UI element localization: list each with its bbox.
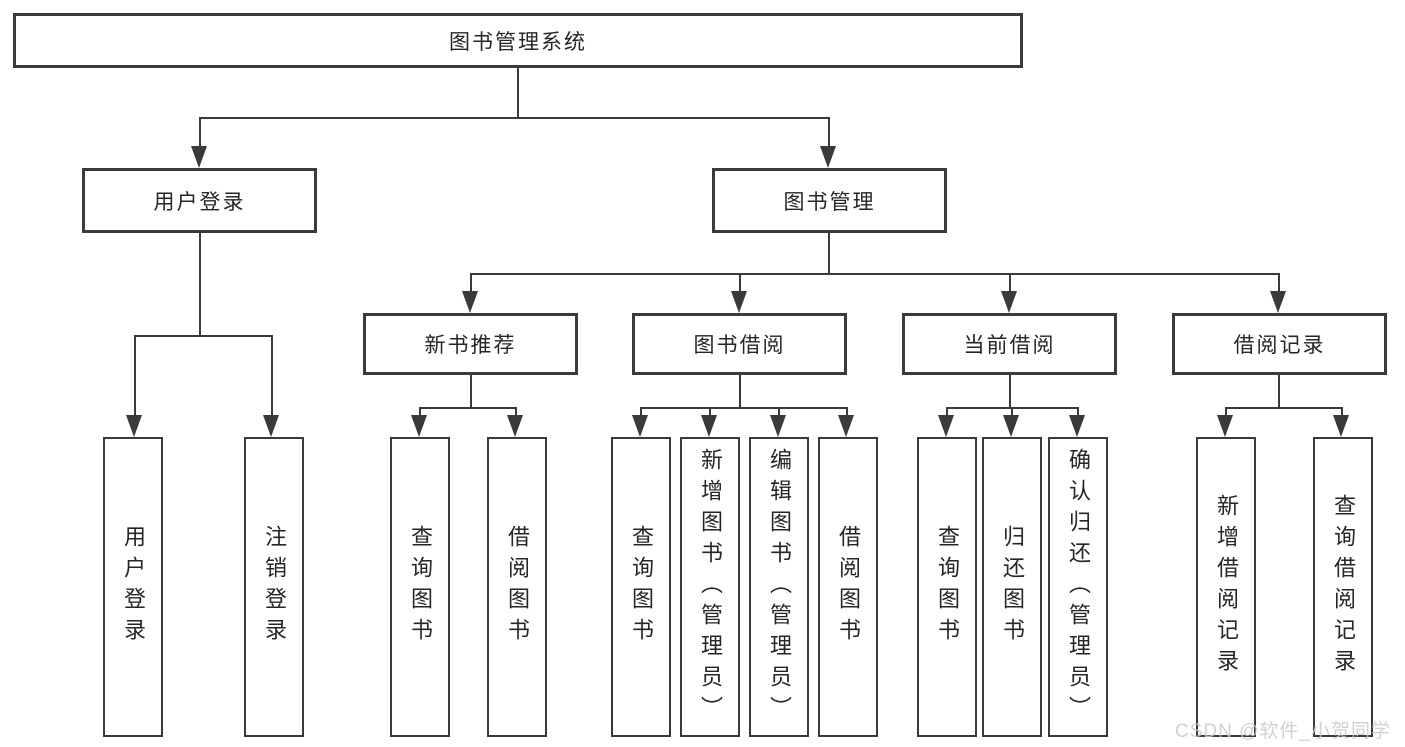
leaf-edit-books-admin-label: 编辑图书（管理员） [767,447,792,727]
connector-line [1077,407,1079,415]
node-new-book-recommend-label: 新书推荐 [424,334,517,357]
arrow-down-icon [770,415,786,437]
node-book-borrow: 图书借阅 [632,313,847,375]
leaf-query-borrow-record-label: 查询借阅记录 [1331,494,1356,680]
connector-line [1278,375,1280,407]
connector-line [199,117,830,119]
connector-line [1225,407,1343,409]
connector-line [1009,375,1011,407]
leaf-borrow-books-2: 借阅图书 [818,437,878,737]
connector-line [828,117,830,146]
arrow-down-icon [731,291,747,313]
node-root: 图书管理系统 [13,13,1023,68]
leaf-query-books-3: 查询图书 [917,437,977,737]
leaf-user-login: 用户登录 [103,437,163,737]
leaf-query-books-2: 查询图书 [611,437,671,737]
connector-line [419,407,421,415]
leaf-add-books-admin-label: 新增图书（管理员） [698,447,723,727]
node-root-label: 图书管理系统 [449,30,587,54]
connector-line [739,273,741,291]
leaf-add-books-admin: 新增图书（管理员） [680,437,740,737]
leaf-borrow-books-1: 借阅图书 [487,437,547,737]
connector-line [199,233,201,335]
arrow-down-icon [1333,415,1349,437]
connector-line [1009,273,1011,291]
connector-line [778,407,780,415]
leaf-query-books-1: 查询图书 [390,437,450,737]
connector-line [828,233,830,273]
arrow-down-icon [820,146,836,168]
node-new-book-recommend: 新书推荐 [363,313,578,375]
leaf-logout: 注销登录 [244,437,304,737]
connector-line [846,407,848,415]
connector-line [1278,273,1280,291]
node-user-login: 用户登录 [82,168,317,233]
connector-line [199,117,201,146]
connector-line [271,335,273,415]
leaf-add-borrow-record-label: 新增借阅记录 [1214,494,1239,680]
connector-line [134,335,273,337]
arrow-down-icon [632,415,648,437]
arrow-down-icon [462,291,478,313]
arrow-down-icon [938,415,954,437]
leaf-confirm-return-admin: 确认归还（管理员） [1048,437,1108,737]
arrow-down-icon [1270,291,1286,313]
node-current-borrow-label: 当前借阅 [963,334,1056,357]
leaf-query-books-2-label: 查询图书 [629,525,654,649]
connector-line [1011,407,1013,415]
leaf-borrow-books-2-label: 借阅图书 [836,525,861,649]
connector-line [640,407,848,409]
connector-line [946,407,948,415]
node-book-borrow-label: 图书借阅 [693,334,786,357]
connector-line [1341,407,1343,415]
leaf-user-login-label: 用户登录 [121,525,146,649]
connector-line [470,273,1280,275]
arrow-down-icon [1003,415,1019,437]
leaf-add-borrow-record: 新增借阅记录 [1196,437,1256,737]
arrow-down-icon [507,415,523,437]
leaf-logout-label: 注销登录 [262,525,287,649]
arrow-down-icon [263,415,279,437]
csdn-watermark: CSDN @软件_小贺同学 [1175,721,1391,742]
connector-line [1225,407,1227,415]
leaf-edit-books-admin: 编辑图书（管理员） [749,437,809,737]
node-book-management: 图书管理 [712,168,947,233]
connector-line [640,407,642,415]
arrow-down-icon [126,415,142,437]
arrow-down-icon [1069,415,1085,437]
leaf-borrow-books-1-label: 借阅图书 [505,525,530,649]
leaf-query-books-1-label: 查询图书 [408,525,433,649]
node-borrow-records-label: 借阅记录 [1233,334,1326,357]
connector-line [419,407,517,409]
arrow-down-icon [1217,415,1233,437]
node-borrow-records: 借阅记录 [1172,313,1387,375]
connector-line [470,375,472,407]
connector-line [739,375,741,407]
arrow-down-icon [838,415,854,437]
arrow-down-icon [191,146,207,168]
leaf-query-borrow-record: 查询借阅记录 [1313,437,1373,737]
node-user-login-label: 用户登录 [153,190,246,214]
connector-line [709,407,711,415]
leaf-confirm-return-admin-label: 确认归还（管理员） [1066,447,1091,727]
node-current-borrow: 当前借阅 [902,313,1117,375]
connector-line [517,67,519,117]
connector-line [515,407,517,415]
leaf-return-books: 归还图书 [982,437,1042,737]
connector-line [470,273,472,291]
leaf-query-books-3-label: 查询图书 [935,525,960,649]
connector-line [134,335,136,415]
arrow-down-icon [411,415,427,437]
arrow-down-icon [701,415,717,437]
arrow-down-icon [1001,291,1017,313]
node-book-management-label: 图书管理 [783,190,876,214]
leaf-return-books-label: 归还图书 [1000,525,1025,649]
